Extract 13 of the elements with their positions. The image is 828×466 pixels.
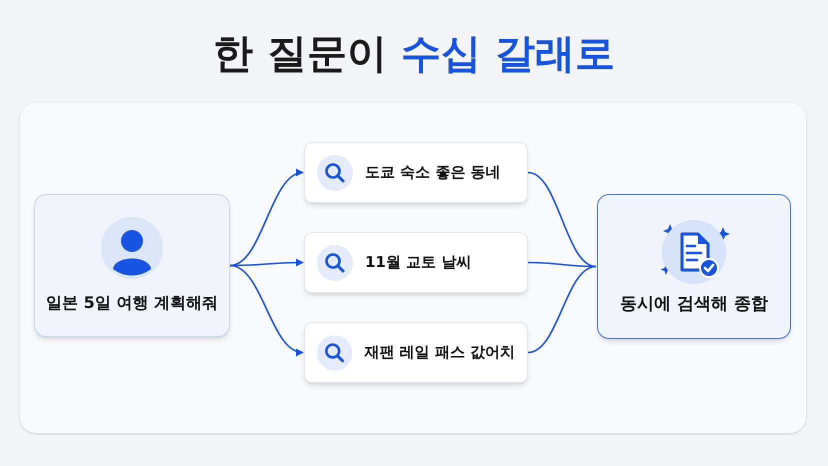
user-request-card bbox=[34, 194, 230, 337]
search-query-card bbox=[304, 322, 528, 383]
query-text: 재팬 레일 패스 값어치 bbox=[364, 342, 515, 364]
search-query-card bbox=[304, 232, 528, 293]
connector-arrow bbox=[230, 258, 304, 267]
result-card bbox=[597, 194, 791, 339]
title: 한 질문이 수십 갈래로 bbox=[213, 30, 615, 79]
request-text: 일본 5일 여행 계획해줘 bbox=[46, 292, 218, 314]
query-text: 도쿄 숙소 좋은 동네 bbox=[365, 162, 501, 184]
result-text: 동시에 검색해 종합 bbox=[620, 292, 768, 316]
query-text: 11월 교토 날씨 bbox=[365, 252, 472, 274]
connector-arrow bbox=[230, 264, 304, 355]
search-query-card bbox=[304, 142, 528, 203]
